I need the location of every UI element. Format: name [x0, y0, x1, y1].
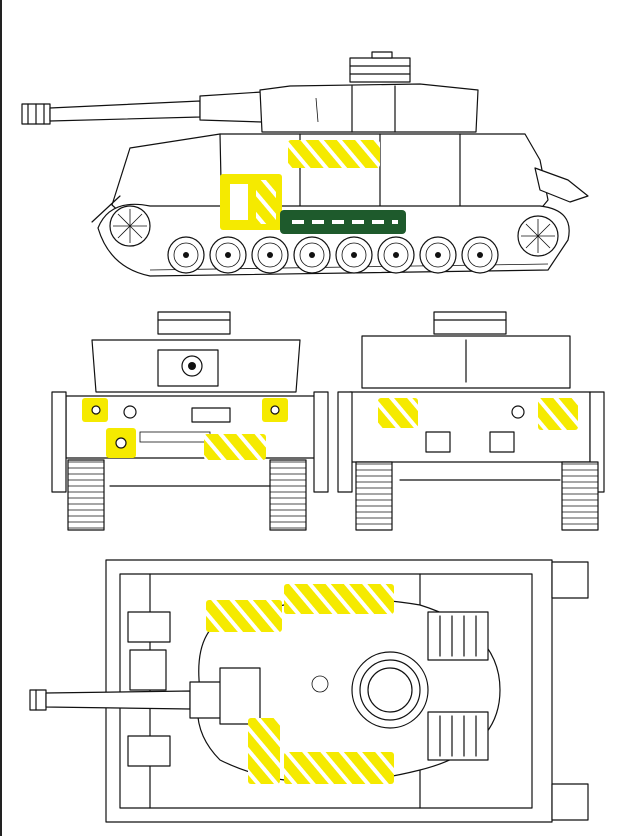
yellow-rear-left — [378, 398, 418, 428]
yellow-top-2 — [284, 584, 394, 614]
front-track-left — [68, 461, 104, 529]
yellow-hull-door-inner — [230, 184, 248, 220]
side-turret — [259, 51, 479, 133]
side-gun — [21, 91, 263, 125]
yellow-rear-right — [538, 398, 578, 430]
road-wheel — [209, 236, 247, 274]
green-fender-strip-highlight — [280, 210, 406, 234]
yellow-turret-side-highlight — [288, 140, 380, 168]
drive-wheel — [517, 215, 559, 257]
road-wheel — [251, 236, 289, 274]
yellow-top-1 — [206, 600, 282, 632]
rear-track-right — [562, 463, 598, 525]
road-wheel — [293, 236, 331, 274]
front-view — [51, 311, 329, 531]
road-wheel — [167, 236, 205, 274]
road-wheel — [419, 236, 457, 274]
road-wheel — [377, 236, 415, 274]
page-edge-rule — [0, 0, 2, 836]
yellow-hull-door-hatch — [256, 180, 276, 224]
drive-wheel — [109, 205, 151, 247]
yellow-front-plate — [204, 434, 266, 460]
rear-track-left — [356, 463, 392, 525]
highlight-overlays — [82, 140, 578, 784]
road-wheel — [461, 236, 499, 274]
yellow-top-4 — [284, 752, 394, 784]
road-wheel — [335, 236, 373, 274]
yellow-top-3 — [248, 718, 280, 784]
side-road-wheels — [109, 205, 559, 274]
front-track-right — [270, 461, 306, 529]
